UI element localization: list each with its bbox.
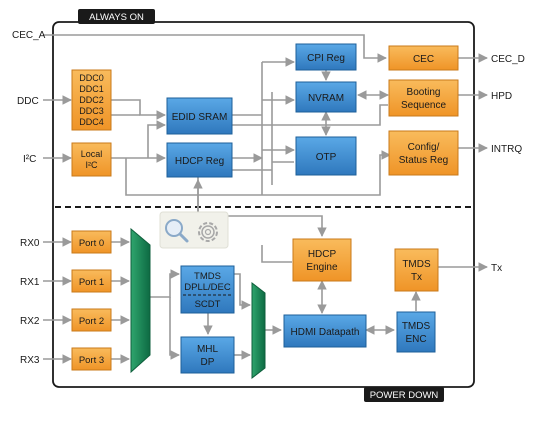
config-line1: Config/ (408, 142, 440, 153)
rx2-label: RX2 (20, 316, 40, 327)
hdcp-engine-line1: HDCP (308, 249, 337, 260)
rx3-label: RX3 (20, 355, 40, 366)
ddc-block: DDC0 DDC1 DDC2 DDC3 DDC4 (71, 69, 112, 131)
tmds-enc-line1: TMDS (402, 321, 431, 332)
tmds-enc-block: TMDS ENC (396, 311, 436, 353)
cec-label: CEC (413, 54, 434, 65)
port1-block: Port 1 (71, 269, 112, 293)
booting-line2: Sequence (401, 100, 446, 111)
ddc3-label: DDC3 (79, 106, 104, 116)
power-down-label: POWER DOWN (370, 390, 439, 401)
always-on-tab: ALWAYS ON (78, 9, 155, 24)
port3-block: Port 3 (71, 347, 112, 371)
ddc4-label: DDC4 (79, 117, 104, 127)
cpi-reg-block: CPI Reg (295, 43, 357, 71)
ddc0-label: DDC0 (79, 73, 104, 83)
i2c-label: I²C (23, 154, 36, 165)
tmds-tx-line2: Tx (411, 272, 422, 283)
magnifier-icon[interactable] (165, 219, 189, 243)
power-down-tab: POWER DOWN (364, 387, 444, 402)
port0-block: Port 0 (71, 230, 112, 254)
hdcp-engine-line2: Engine (306, 262, 338, 273)
ddc1-label: DDC1 (79, 84, 104, 94)
chip-outline (52, 21, 475, 388)
icon-panel (159, 211, 229, 249)
tx-label: Tx (491, 263, 502, 274)
cec-a-label: CEC_A (12, 30, 46, 41)
hdcp-engine-block: HDCP Engine (292, 238, 352, 282)
output-mux (251, 281, 266, 380)
port-labels: CEC_A DDC I²C RX0 RX1 RX2 RX3 CEC_D HPD … (12, 30, 525, 366)
cec-block: CEC (388, 45, 459, 71)
otp-label: OTP (316, 152, 337, 163)
tmds-dpll-line1: TMDS (194, 271, 221, 282)
hdcp-reg-block: HDCP Reg (166, 142, 233, 178)
port0-label: Port 0 (79, 238, 104, 249)
port2-block: Port 2 (71, 308, 112, 332)
tmds-enc-line2: ENC (405, 334, 426, 345)
intrq-label: INTRQ (491, 144, 522, 155)
port1-label: Port 1 (79, 277, 104, 288)
mhl-dp-block: MHL DP (180, 336, 235, 374)
hdmi-datapath-block: HDMI Datapath (283, 314, 367, 348)
local-i2c-block: Local I²C (71, 142, 112, 177)
gear-icon[interactable] (198, 222, 218, 242)
rx0-label: RX0 (20, 238, 40, 249)
nvram-label: NVRAM (308, 93, 344, 104)
tmds-tx-line1: TMDS (402, 259, 431, 270)
cec-d-label: CEC_D (491, 54, 525, 65)
tmds-tx-block: TMDS Tx (394, 248, 439, 292)
edid-sram-block: EDID SRAM (166, 97, 233, 135)
ddc2-label: DDC2 (79, 95, 104, 105)
nvram-block: NVRAM (295, 81, 357, 113)
port3-label: Port 3 (79, 355, 104, 366)
local-i2c-line1: Local (81, 149, 103, 159)
scdt-label: SCDT (195, 299, 221, 310)
tmds-dpll-line2: DPLL/DEC (184, 282, 231, 293)
config-status-block: Config/ Status Reg (388, 130, 459, 176)
connections (43, 34, 488, 364)
booting-line1: Booting (407, 87, 441, 98)
otp-block: OTP (295, 136, 357, 176)
rx1-label: RX1 (20, 277, 40, 288)
edid-sram-label: EDID SRAM (172, 112, 228, 123)
tmds-dpll-block: TMDS DPLL/DEC SCDT (180, 265, 235, 314)
hpd-label: HPD (491, 91, 512, 102)
always-on-label: ALWAYS ON (89, 12, 144, 23)
mhl-line2: DP (201, 357, 215, 368)
booting-sequence-block: Booting Sequence (388, 79, 459, 117)
hdcp-reg-label: HDCP Reg (175, 156, 224, 167)
cpi-reg-label: CPI Reg (307, 53, 345, 64)
ddc-label: DDC (17, 96, 39, 107)
input-mux (130, 227, 151, 374)
config-line2: Status Reg (399, 155, 448, 166)
local-i2c-line2: I²C (86, 160, 98, 170)
mhl-line1: MHL (197, 344, 219, 355)
port2-label: Port 2 (79, 316, 104, 327)
hdmi-datapath-label: HDMI Datapath (291, 327, 360, 338)
